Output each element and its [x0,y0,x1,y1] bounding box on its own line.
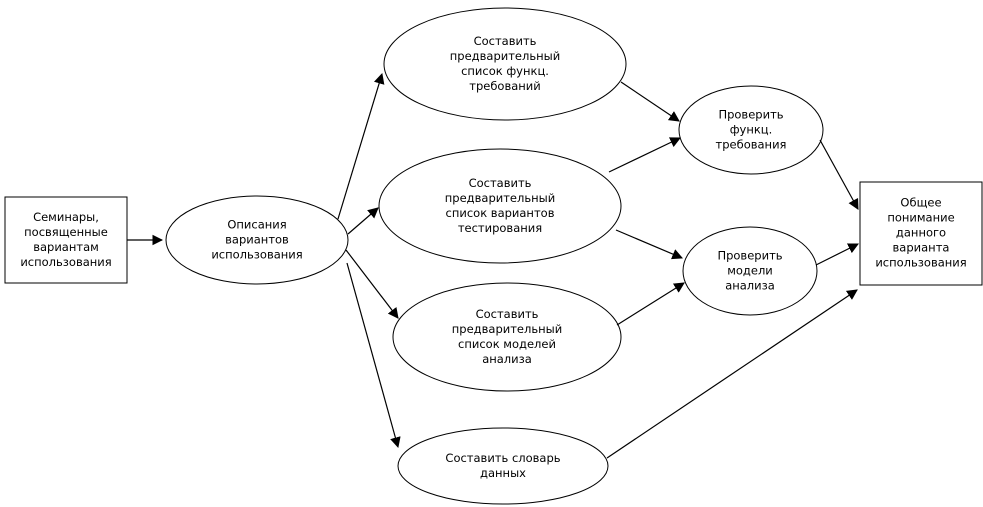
node-test-variants-label: Составить предварительный список вариант… [444,176,556,235]
node-func-requirements-label: Составить предварительный список функц. … [449,34,561,93]
node-seminars-box [4,196,128,284]
node-check-func-ellipse [678,85,824,175]
node-analysis-models-label: Составить предварительный список моделей… [451,307,563,366]
edge-check-models-to-shared-understanding [815,243,859,266]
node-check-func-label: Проверить функц. требования [715,107,787,152]
node-seminars-label: Семинары, посвященные вариантам использо… [20,210,112,269]
edge-analysis-models-to-check-models [616,282,685,326]
edge-descriptions-to-data-dictionary [346,262,401,449]
node-test-variants-ellipse [378,148,622,264]
edge-func-requirements-to-check-func [620,81,680,122]
edge-data-dictionary-to-shared-understanding [606,289,858,459]
node-check-models-ellipse [682,226,818,316]
edge-test-variants-to-check-func [608,137,681,173]
edge-check-func-to-shared-understanding [819,139,859,210]
node-shared-understanding-box [859,181,983,286]
node-descriptions-ellipse [165,195,349,285]
node-data-dictionary-label: Составить словарь данных [445,451,561,480]
node-func-requirements-ellipse [383,7,627,121]
node-check-models-label: Проверить модели анализа [717,248,783,293]
edge-test-variants-to-check-models [615,229,683,260]
edge-descriptions-to-analysis-models [345,249,399,319]
node-descriptions-label: Описания вариантов использования [211,217,303,262]
node-shared-understanding-label: Общее понимание данного варианта использ… [875,195,967,270]
edge-descriptions-to-test-variants [347,207,379,235]
node-data-dictionary-ellipse [397,427,609,505]
edge-descriptions-to-func-requirements [337,72,385,220]
node-analysis-models-ellipse [392,282,622,392]
